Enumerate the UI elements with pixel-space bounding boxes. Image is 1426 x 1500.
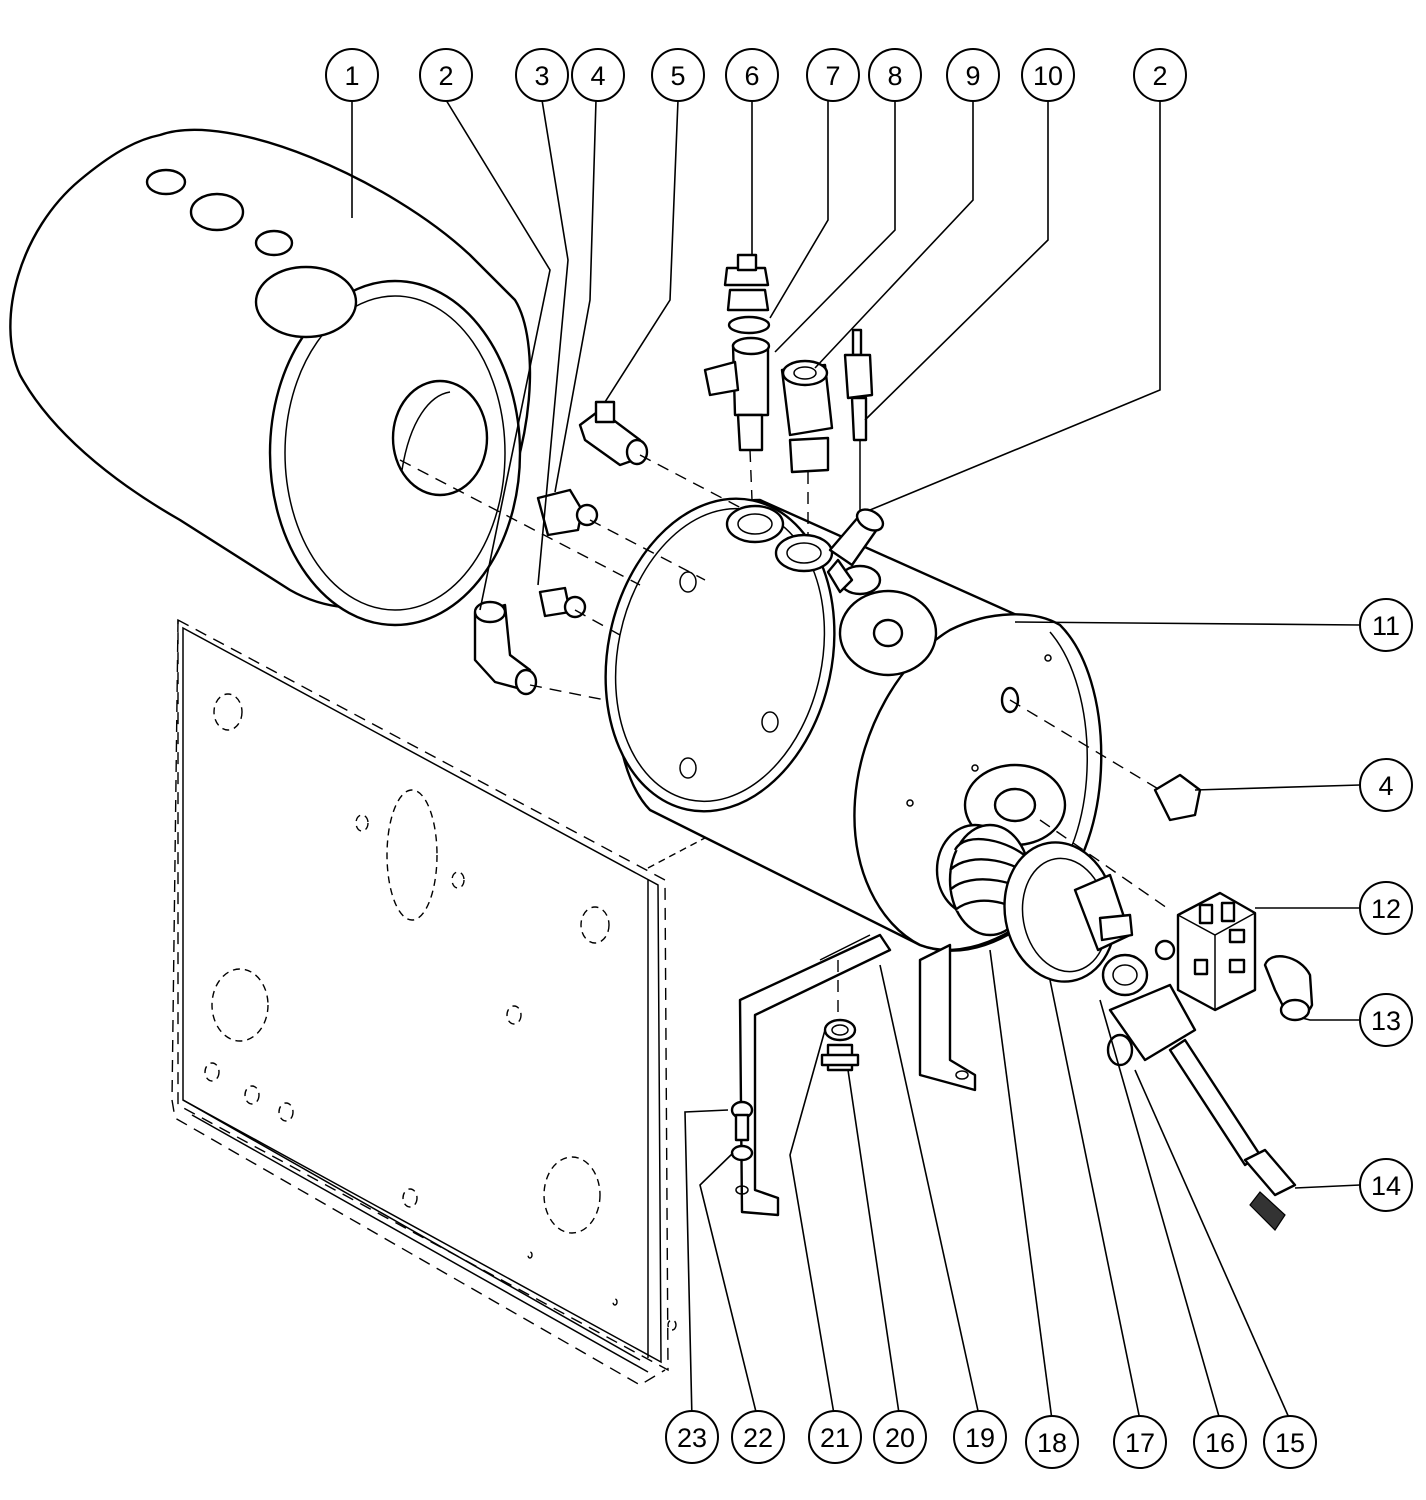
callout-label: 13 (1371, 1006, 1401, 1036)
callout-label: 3 (534, 61, 549, 91)
callout-5: 5 (651, 48, 705, 102)
callout-18: 18 (1025, 1415, 1079, 1469)
callout-7: 7 (806, 48, 860, 102)
callout-label: 16 (1205, 1428, 1235, 1458)
callout-label: 2 (1152, 61, 1167, 91)
callout-label: 17 (1125, 1428, 1155, 1458)
callout-label: 4 (1378, 771, 1393, 801)
callout-11: 11 (1359, 598, 1413, 652)
callout-17: 17 (1113, 1415, 1167, 1469)
callout-21: 21 (808, 1410, 862, 1464)
callout-12: 12 (1359, 881, 1413, 935)
callout-label: 8 (887, 61, 902, 91)
callout-label: 14 (1371, 1171, 1401, 1201)
callout-label: 7 (825, 61, 840, 91)
callout-4: 4 (571, 48, 625, 102)
pressure-switch (1154, 891, 1257, 1012)
callout-label: 21 (820, 1423, 850, 1453)
callout-13: 13 (1359, 993, 1413, 1047)
callout-label: 22 (743, 1423, 773, 1453)
callout-14: 14 (1359, 1158, 1413, 1212)
callout-label: 9 (965, 61, 980, 91)
callout-3: 3 (515, 48, 569, 102)
callout-10: 10 (1021, 48, 1075, 102)
leader-lines (351, 99, 1361, 1421)
callout-label: 1 (344, 61, 359, 91)
elbow-fitting-13 (1263, 955, 1314, 1022)
callout-label: 12 (1371, 894, 1401, 924)
callout-1: 1 (325, 48, 379, 102)
callout-label: 15 (1275, 1428, 1305, 1458)
callout-label: 20 (885, 1423, 915, 1453)
callout-8: 8 (868, 48, 922, 102)
callout-label: 19 (965, 1423, 995, 1453)
callout-19: 19 (953, 1410, 1007, 1464)
callout-2-right: 2 (1133, 48, 1187, 102)
callout-6: 6 (725, 48, 779, 102)
callout-9: 9 (946, 48, 1000, 102)
assembly-axes (399, 449, 1171, 1015)
callout-label: 5 (670, 61, 685, 91)
callout-16: 16 (1193, 1415, 1247, 1469)
callout-4-right: 4 (1359, 758, 1413, 812)
callout-23: 23 (665, 1410, 719, 1464)
callout-label: 18 (1037, 1428, 1067, 1458)
callout-22: 22 (731, 1410, 785, 1464)
small-fasteners (730, 1018, 860, 1162)
callout-label: 10 (1033, 61, 1063, 91)
callout-label: 2 (438, 61, 453, 91)
mounting-plate (171, 618, 721, 1386)
callout-label: 4 (590, 61, 605, 91)
inlet-fittings (473, 253, 1202, 822)
support-bracket (735, 933, 977, 1217)
callout-20: 20 (873, 1410, 927, 1464)
insulation-shell (9, 128, 532, 627)
callout-label: 23 (677, 1423, 707, 1453)
callout-label: 11 (1372, 611, 1400, 641)
callout-2: 2 (419, 48, 473, 102)
callout-15: 15 (1263, 1415, 1317, 1469)
drain-valve (1101, 953, 1297, 1231)
callout-label: 6 (744, 61, 759, 91)
heating-element (935, 763, 1134, 983)
